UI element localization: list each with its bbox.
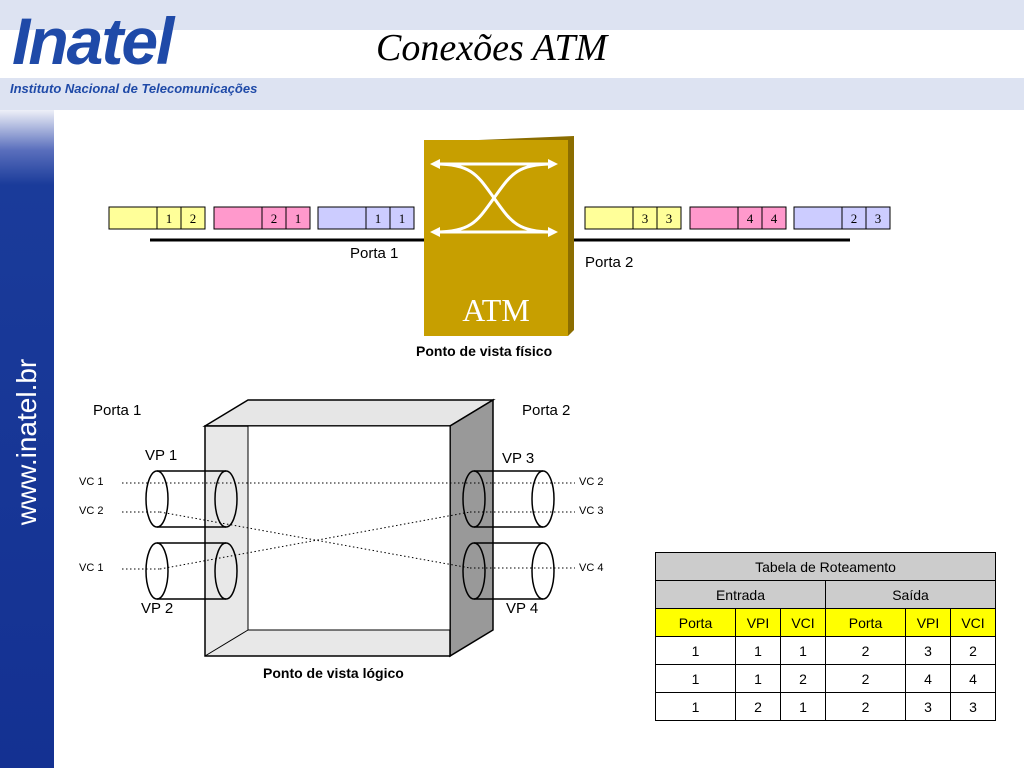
inatel-logo: Inatel (12, 4, 174, 78)
table-cell: 1 (735, 636, 781, 665)
routing-table-header-row: Porta VPI VCI Porta VPI VCI (655, 608, 996, 637)
column-header: VCI (950, 608, 996, 637)
atm-cell-vpi: 2 (851, 211, 858, 226)
table-cell: 1 (655, 692, 736, 721)
vp4-cylinder (462, 542, 555, 600)
atm-cell-vci: 3 (666, 211, 673, 226)
left-vc1-top-label: VC 1 (79, 476, 104, 488)
table-cell: 1 (780, 636, 826, 665)
cube-right-face (449, 398, 494, 658)
atm-cell-vci: 3 (875, 211, 882, 226)
atm-cell-vci: 2 (190, 211, 197, 226)
routing-table-group-in: Entrada (655, 580, 826, 609)
vp2-label: VP 2 (141, 600, 174, 617)
cube-inner-face (247, 425, 451, 631)
table-cell: 2 (825, 692, 906, 721)
logical-view-caption: Ponto de vista lógico (263, 665, 404, 681)
atm-switch-body (424, 140, 568, 336)
table-cell: 3 (905, 636, 951, 665)
atm-cell-vpi: 1 (166, 211, 173, 226)
physical-view-caption: Ponto de vista físico (416, 343, 553, 359)
atm-cell-vpi: 1 (375, 211, 382, 226)
vp3-label: VP 3 (502, 450, 535, 467)
vp4-label: VP 4 (506, 600, 539, 617)
slide-title: Conexões ATM (376, 27, 608, 69)
routing-table-title: Tabela de Roteamento (655, 552, 996, 581)
atm-cell-vpi: 2 (271, 211, 278, 226)
right-vc3-label: VC 3 (579, 505, 604, 517)
table-cell: 3 (950, 692, 996, 721)
atm-cell-vpi: 4 (747, 211, 754, 226)
table-cell: 1 (780, 692, 826, 721)
vp1-label: VP 1 (145, 447, 178, 464)
left-vc2-label: VC 2 (79, 505, 104, 517)
table-cell: 2 (780, 664, 826, 693)
left-vc1-bottom-label: VC 1 (79, 562, 104, 574)
physical-port2-label: Porta 2 (585, 254, 634, 271)
table-row: 1 2 1 2 3 3 (655, 692, 996, 721)
logical-port1-label: Porta 1 (93, 402, 142, 419)
physical-port1-label: Porta 1 (350, 245, 399, 262)
table-cell: 2 (735, 692, 781, 721)
atm-cell-vci: 4 (771, 211, 778, 226)
table-row: 1 1 1 2 3 2 (655, 636, 996, 665)
table-row: 1 1 2 2 4 4 (655, 664, 996, 693)
table-cell: 3 (905, 692, 951, 721)
atm-switch-label: ATM (462, 292, 530, 328)
column-header: VPI (735, 608, 781, 637)
vc-dotted-lines (122, 482, 575, 570)
table-cell: 1 (735, 664, 781, 693)
atm-cell-vpi: 3 (642, 211, 649, 226)
atm-switch: ATM (424, 136, 574, 336)
column-header: VCI (780, 608, 826, 637)
vp3-cylinder (462, 470, 555, 528)
table-cell: 2 (825, 664, 906, 693)
table-cell: 1 (655, 636, 736, 665)
right-vc2-label: VC 2 (579, 476, 604, 488)
table-cell: 4 (950, 664, 996, 693)
left-sidebar-bar (0, 110, 54, 768)
vp2-cylinder (145, 542, 238, 600)
routing-table-group-out: Saída (825, 580, 996, 609)
vp1-cylinder (145, 470, 238, 528)
atm-cell-vci: 1 (399, 211, 406, 226)
header-band (0, 0, 1024, 110)
table-cell: 4 (905, 664, 951, 693)
atm-cell-vci: 1 (295, 211, 302, 226)
table-cell: 2 (950, 636, 996, 665)
column-header: Porta (825, 608, 906, 637)
inatel-logo-subtitle: Instituto Nacional de Telecomunicações (10, 81, 258, 96)
column-header: VPI (905, 608, 951, 637)
table-cell: 1 (655, 664, 736, 693)
routing-table: Tabela de Roteamento Entrada Saída Porta… (655, 552, 996, 721)
right-vc4-label: VC 4 (579, 562, 604, 574)
table-cell: 2 (825, 636, 906, 665)
column-header: Porta (655, 608, 736, 637)
cube-top-face (202, 399, 496, 427)
logical-port2-label: Porta 2 (522, 402, 571, 419)
